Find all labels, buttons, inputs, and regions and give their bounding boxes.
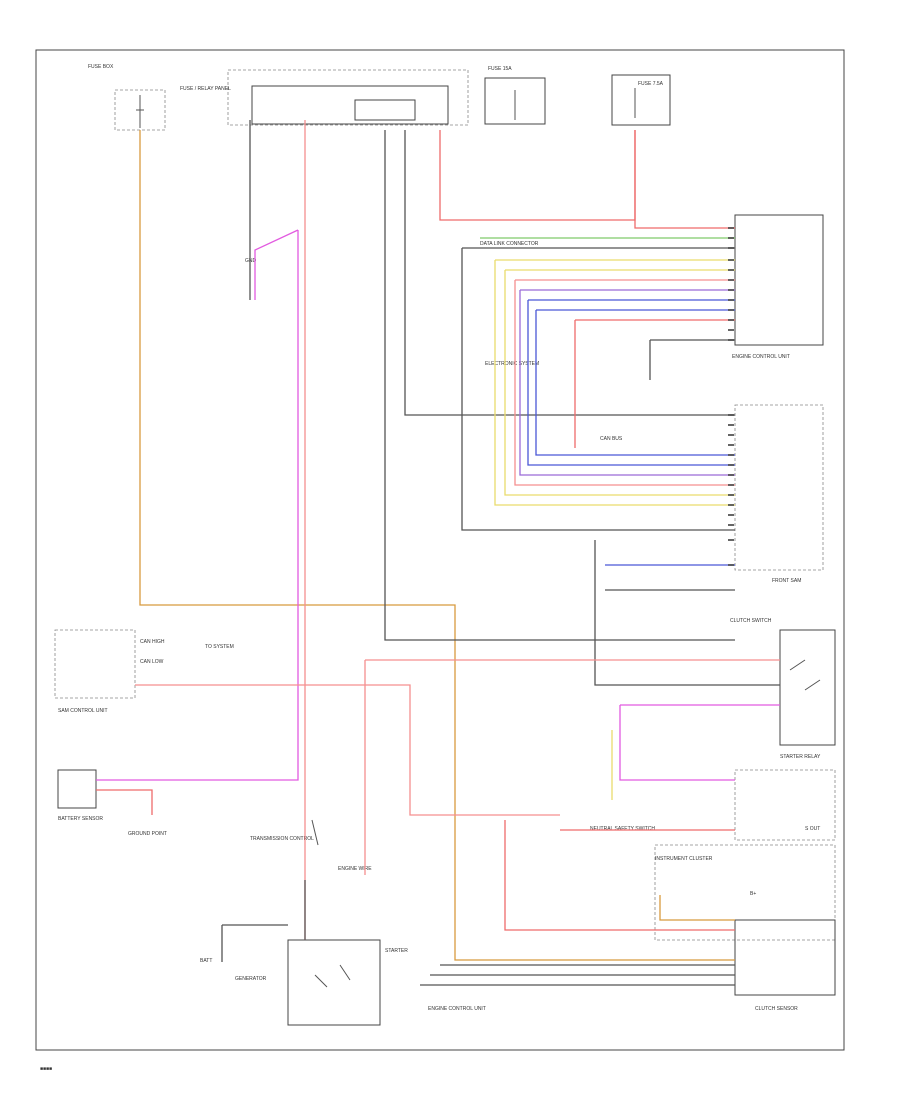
ground-spot-label: GND bbox=[245, 258, 257, 264]
frame bbox=[35, 49, 845, 1051]
battery-sensor-label: BATTERY SENSOR bbox=[58, 816, 103, 822]
fuse-right-1-label: FUSE 15A bbox=[488, 66, 512, 72]
data-link-note: DATA LINK CONNECTOR bbox=[480, 241, 539, 247]
wire-orange-bottom bbox=[659, 895, 735, 921]
engine-control-unit-label: ENGINE CONTROL UNIT bbox=[732, 354, 790, 360]
instrument-cluster-label: INSTRUMENT CLUSTER bbox=[655, 856, 713, 862]
b-plus-label: B+ bbox=[750, 891, 756, 897]
wire-gray-5 bbox=[594, 540, 780, 686]
wire-yellow-2 bbox=[504, 269, 735, 496]
ground-point-label: GROUND POINT bbox=[128, 831, 167, 837]
wire-gray-loop bbox=[461, 247, 735, 531]
clutch-sensor: CLUTCH SENSOR bbox=[654, 844, 836, 1012]
wire-yellow-1 bbox=[494, 259, 735, 506]
wire-gray-2 bbox=[384, 130, 735, 641]
wire-gray-3 bbox=[404, 130, 735, 416]
transmission-label: TRANSMISSION CONTROL bbox=[250, 836, 314, 842]
s-out-label: S OUT bbox=[805, 826, 820, 832]
generator-label: GENERATOR bbox=[235, 976, 267, 982]
to-system-label: TO SYSTEM bbox=[205, 644, 234, 650]
wire-pink-sam bbox=[135, 684, 560, 816]
fuse-main-label: FUSE / RELAY PANEL bbox=[180, 86, 231, 92]
wire-violet bbox=[519, 289, 735, 476]
wire-orange-left bbox=[139, 130, 735, 961]
wire-magenta-ground bbox=[96, 230, 299, 781]
wire-blue-2 bbox=[535, 309, 735, 456]
battery-label: BATT bbox=[200, 958, 212, 964]
sam-left-label: SAM CONTROL UNIT bbox=[58, 708, 108, 714]
ecm-bottom-label: ENGINE CONTROL UNIT bbox=[428, 1006, 486, 1012]
wire-gray-gen bbox=[221, 924, 288, 962]
ecu-pin-note: CAN BUS bbox=[600, 436, 623, 442]
gear-switch-label: NEUTRAL SAFETY SWITCH bbox=[590, 826, 655, 832]
instrument-cluster: INSTRUMENT CLUSTER bbox=[655, 769, 836, 862]
battery-sensor: BATTERY SENSOR bbox=[57, 769, 103, 822]
wire-pink-long bbox=[364, 659, 780, 875]
fuse-top-left-label: FUSE BOX bbox=[88, 64, 114, 70]
starter-assembly: GENERATOR STARTER BATT bbox=[200, 939, 408, 1026]
fuse-right-2-label: FUSE 7.5A bbox=[638, 81, 664, 87]
wires bbox=[96, 120, 780, 986]
wire-red-2 bbox=[574, 319, 735, 448]
gear-switch: NEUTRAL SAFETY SWITCH bbox=[590, 826, 655, 832]
engine-wire-label: ENGINE WIRE bbox=[338, 866, 372, 872]
clutch-switch-label: CLUTCH SWITCH bbox=[730, 618, 772, 624]
transmission: TRANSMISSION CONTROL bbox=[250, 819, 319, 846]
starter-label: STARTER bbox=[385, 948, 408, 954]
fuse-main-panel: FUSE / RELAY PANEL bbox=[180, 69, 469, 126]
wire-magenta-relay bbox=[619, 704, 780, 781]
fuse-top-left: FUSE BOX bbox=[88, 64, 166, 131]
starter-relay: STARTER RELAY bbox=[779, 629, 836, 760]
wire-gray-4 bbox=[649, 339, 735, 380]
wire-red-top bbox=[439, 130, 636, 221]
clutch-switch-box: CLUTCH SWITCH bbox=[730, 618, 772, 624]
front-sam-label: FRONT SAM bbox=[772, 578, 801, 584]
can-low-label: CAN LOW bbox=[140, 659, 164, 665]
footer-code: ■■■■ bbox=[40, 1066, 52, 1072]
wire-pink-1 bbox=[514, 279, 735, 486]
fuse-right-2: FUSE 7.5A bbox=[611, 74, 671, 126]
wire-red-ground bbox=[96, 789, 153, 815]
wire-magenta-gnd bbox=[254, 229, 299, 300]
wire-blue-1 bbox=[527, 299, 735, 466]
can-high-label: CAN HIGH bbox=[140, 639, 165, 645]
sam-left: SAM CONTROL UNIT bbox=[54, 629, 136, 714]
wire-red-bottom bbox=[504, 820, 735, 931]
starter-relay-label: STARTER RELAY bbox=[780, 754, 821, 760]
fuse-right-1: FUSE 15A bbox=[484, 66, 546, 125]
engine-control-unit: ENGINE CONTROL UNIT bbox=[732, 214, 824, 360]
elec-system-note: ELECTRONIC SYSTEM bbox=[485, 361, 539, 367]
clutch-sensor-label: CLUTCH SENSOR bbox=[755, 1006, 798, 1012]
ground-point: GROUND POINT bbox=[128, 831, 167, 837]
front-sam: FRONT SAM bbox=[734, 404, 824, 584]
wire-red-ecu bbox=[634, 130, 735, 229]
ecm-bottom: ENGINE CONTROL UNIT bbox=[428, 1006, 486, 1012]
